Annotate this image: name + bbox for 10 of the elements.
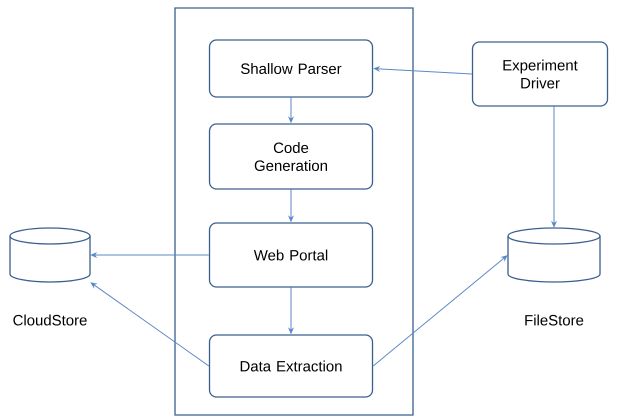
process-box: Data Extraction bbox=[208, 334, 374, 398]
frame-box bbox=[174, 7, 414, 416]
database-cylinder bbox=[9, 227, 91, 283]
process-box: Code Generation bbox=[208, 123, 374, 190]
store-label: CloudStore bbox=[13, 314, 87, 326]
database-cylinder bbox=[507, 227, 601, 283]
process-box: Shallow Parser bbox=[208, 39, 374, 98]
process-box: Web Portal bbox=[208, 222, 374, 288]
store-label: FileStore bbox=[525, 314, 584, 326]
process-box: Experiment Driver bbox=[472, 41, 608, 107]
